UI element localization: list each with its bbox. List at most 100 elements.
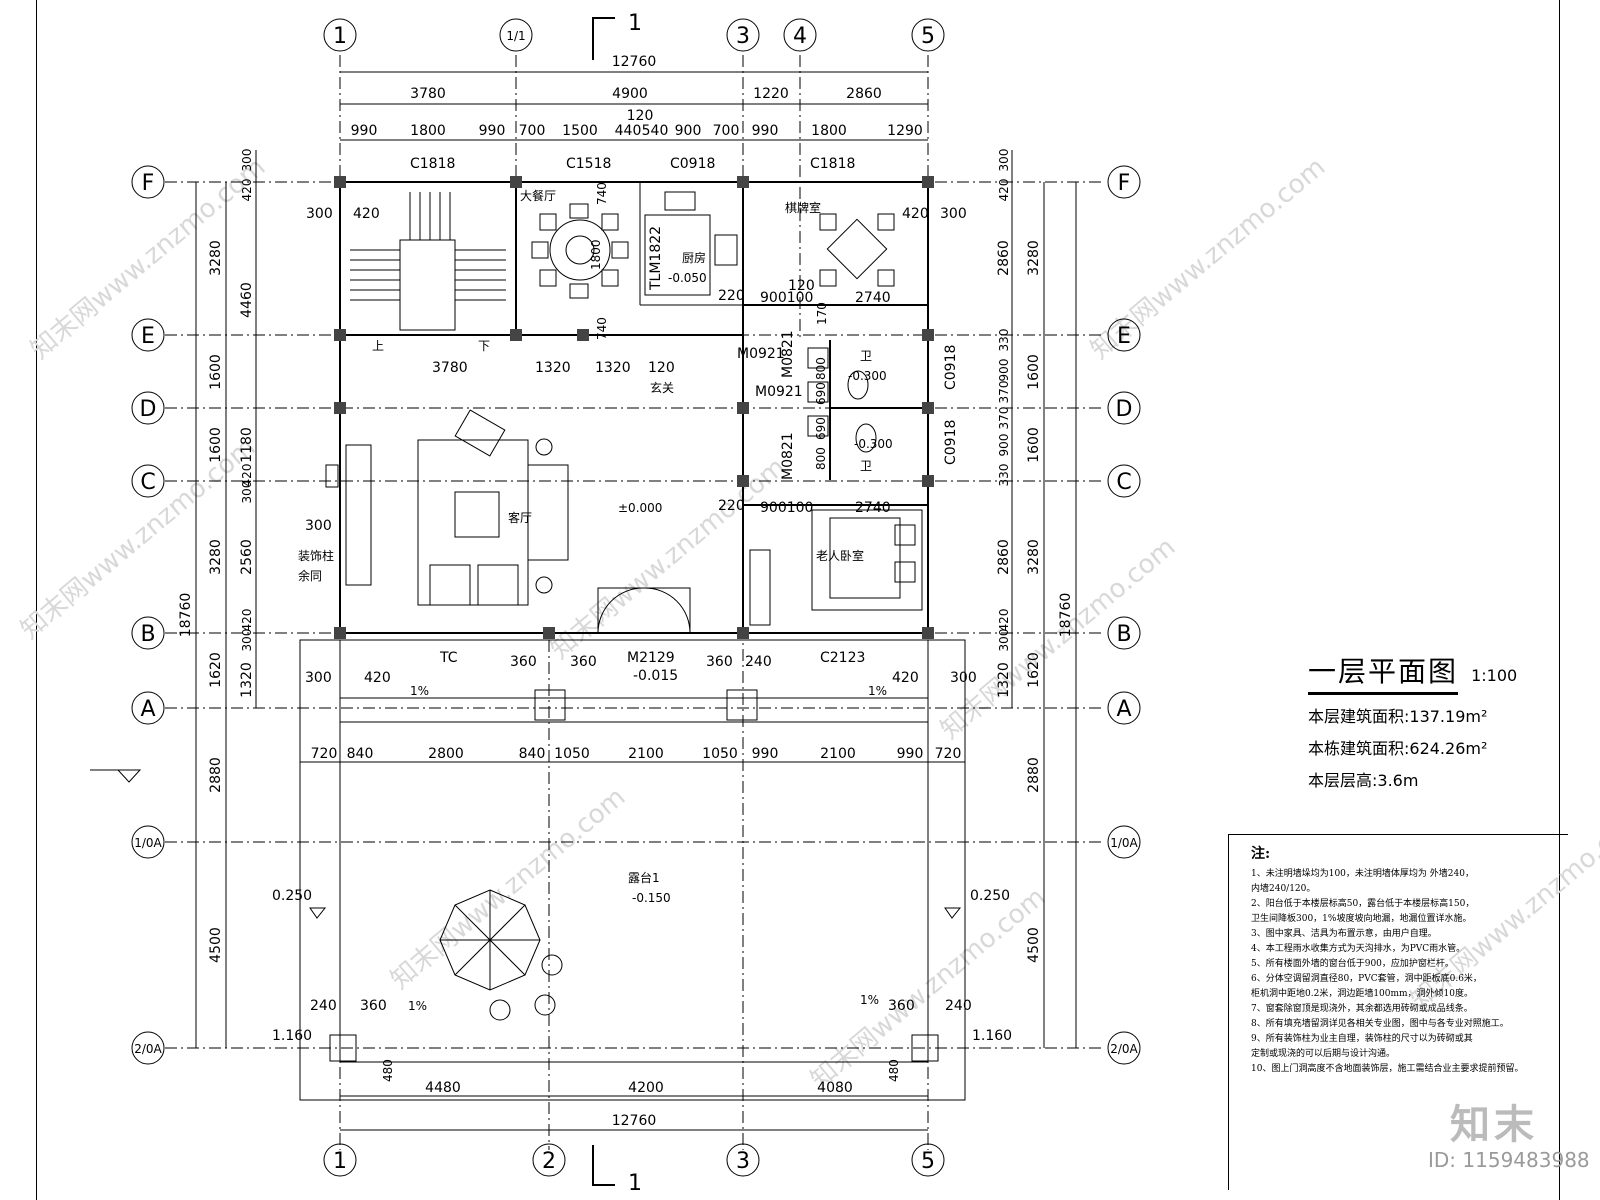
sheet-border (36, 0, 1560, 1200)
svg-text:990: 990 (752, 123, 779, 139)
svg-text:E: E (141, 324, 155, 349)
svg-text:12760: 12760 (612, 1113, 657, 1129)
note-line: 4、本工程雨水收集方式为天沟排水，为PVC雨水管。 (1251, 944, 1466, 954)
structural-columns (329, 176, 939, 1062)
svg-text:2860: 2860 (996, 240, 1012, 276)
svg-text:4200: 4200 (628, 1080, 664, 1096)
svg-text:4500: 4500 (1026, 927, 1042, 963)
svg-text:720: 720 (935, 746, 962, 762)
drawing-scale: 1:100 (1471, 666, 1518, 685)
svg-text:1/0A: 1/0A (1110, 836, 1138, 850)
svg-text:420: 420 (892, 670, 919, 686)
svg-text:2560: 2560 (239, 539, 255, 575)
svg-text:-0.015: -0.015 (633, 668, 678, 684)
svg-text:TLM1822: TLM1822 (648, 226, 664, 291)
note-line: 9、所有装饰柱为业主自理，装饰柱的尺寸以为砖砌或其 (1251, 1034, 1473, 1044)
svg-text:余同: 余同 (298, 568, 322, 583)
note-line: 内墙240/120。 (1251, 884, 1316, 894)
brand-logo: 知末 (1450, 1102, 1538, 1148)
watermark: 知末网www.znzmo.com (385, 782, 631, 995)
note-line: 2、阳台低于本楼层标高50，露台低于本楼层标高150， (1251, 899, 1475, 909)
svg-text:2100: 2100 (820, 746, 856, 762)
note-line: 卫生间降板300，1%坡度坡向地漏，地漏位置详水施。 (1251, 914, 1472, 924)
svg-text:900: 900 (997, 359, 1011, 382)
svg-text:330: 330 (997, 329, 1011, 352)
svg-text:3: 3 (736, 24, 750, 49)
svg-text:1320: 1320 (535, 360, 571, 376)
svg-text:1: 1 (333, 1149, 347, 1174)
elder-bed (749, 509, 923, 626)
svg-text:0.250: 0.250 (272, 888, 312, 904)
svg-text:420: 420 (997, 609, 1011, 632)
svg-text:1600: 1600 (1026, 427, 1042, 463)
svg-text:720: 720 (311, 746, 338, 762)
top-dimensions: 12760 3780 4900 1220 2860 120 990 1800 9… (340, 54, 928, 141)
svg-text:4500: 4500 (208, 927, 224, 963)
notes-heading: 注: (1251, 846, 1271, 862)
svg-text:220: 220 (718, 498, 745, 514)
svg-text:D: D (140, 397, 157, 422)
svg-text:18760: 18760 (1058, 593, 1074, 638)
svg-text:300: 300 (306, 206, 333, 222)
svg-text:3280: 3280 (208, 240, 224, 276)
svg-text:TC: TC (439, 650, 458, 666)
svg-text:1320: 1320 (996, 662, 1012, 698)
floor-height: 本层层高:3.6m (1308, 771, 1419, 790)
svg-text:700: 700 (519, 123, 546, 139)
svg-text:D: D (1116, 397, 1133, 422)
room-chess: 棋牌室 (785, 200, 821, 215)
svg-text:1%: 1% (868, 684, 887, 698)
svg-text:2740: 2740 (855, 290, 891, 306)
svg-text:370: 370 (997, 381, 1011, 404)
axis-bubbles-left: F E D C B A 1/0A 2/0A (131, 165, 165, 1065)
chess-table (819, 213, 895, 287)
svg-text:420: 420 (240, 609, 254, 632)
svg-text:1: 1 (628, 1171, 642, 1196)
svg-text:卫: 卫 (860, 459, 872, 473)
svg-text:690: 690 (814, 382, 828, 405)
svg-text:2800: 2800 (428, 746, 464, 762)
svg-text:420: 420 (997, 179, 1011, 202)
note-line: 7、窗套除窗顶是现浇外，其余都选用砖砌或成品线条。 (1251, 1004, 1473, 1014)
svg-text:1600: 1600 (208, 427, 224, 463)
dining-table (531, 203, 629, 299)
svg-text:300: 300 (940, 206, 967, 222)
terrace-umbrella (439, 889, 563, 1021)
svg-text:360: 360 (888, 998, 915, 1014)
svg-text:4900: 4900 (612, 86, 648, 102)
svg-text:1/1: 1/1 (506, 29, 525, 43)
svg-text:900100: 900100 (760, 290, 813, 306)
svg-text:M2129: M2129 (627, 650, 675, 666)
svg-text:540: 540 (642, 123, 669, 139)
svg-text:-0.150: -0.150 (632, 891, 671, 905)
svg-text:220: 220 (718, 288, 745, 304)
svg-text:1220: 1220 (753, 86, 789, 102)
svg-text:1: 1 (333, 24, 347, 49)
svg-text:1600: 1600 (208, 354, 224, 390)
svg-text:上: 上 (372, 339, 384, 353)
svg-text:A: A (1116, 697, 1131, 722)
svg-text:300: 300 (305, 670, 332, 686)
svg-text:F: F (1118, 171, 1131, 196)
svg-text:3780: 3780 (432, 360, 468, 376)
svg-text:900: 900 (997, 434, 1011, 457)
svg-text:2100: 2100 (628, 746, 664, 762)
svg-text:A: A (140, 697, 155, 722)
svg-text:120: 120 (648, 360, 675, 376)
svg-text:1320: 1320 (239, 662, 255, 698)
svg-text:C0918: C0918 (943, 420, 959, 465)
svg-text:12760: 12760 (612, 54, 657, 70)
svg-text:1050: 1050 (702, 746, 738, 762)
svg-text:1290: 1290 (887, 123, 923, 139)
svg-text:800: 800 (814, 447, 828, 470)
svg-text:1%: 1% (410, 684, 429, 698)
svg-text:700: 700 (713, 123, 740, 139)
title-block: 一层平面图 1:100 本层建筑面积:137.19m² 本栋建筑面积:624.2… (1308, 650, 1538, 791)
svg-text:2860: 2860 (846, 86, 882, 102)
svg-text:E: E (1117, 324, 1131, 349)
svg-text:0.250: 0.250 (970, 888, 1010, 904)
svg-text:1800: 1800 (589, 239, 603, 270)
svg-text:480: 480 (381, 1059, 395, 1082)
svg-text:2740: 2740 (855, 500, 891, 516)
svg-text:4: 4 (793, 24, 807, 49)
